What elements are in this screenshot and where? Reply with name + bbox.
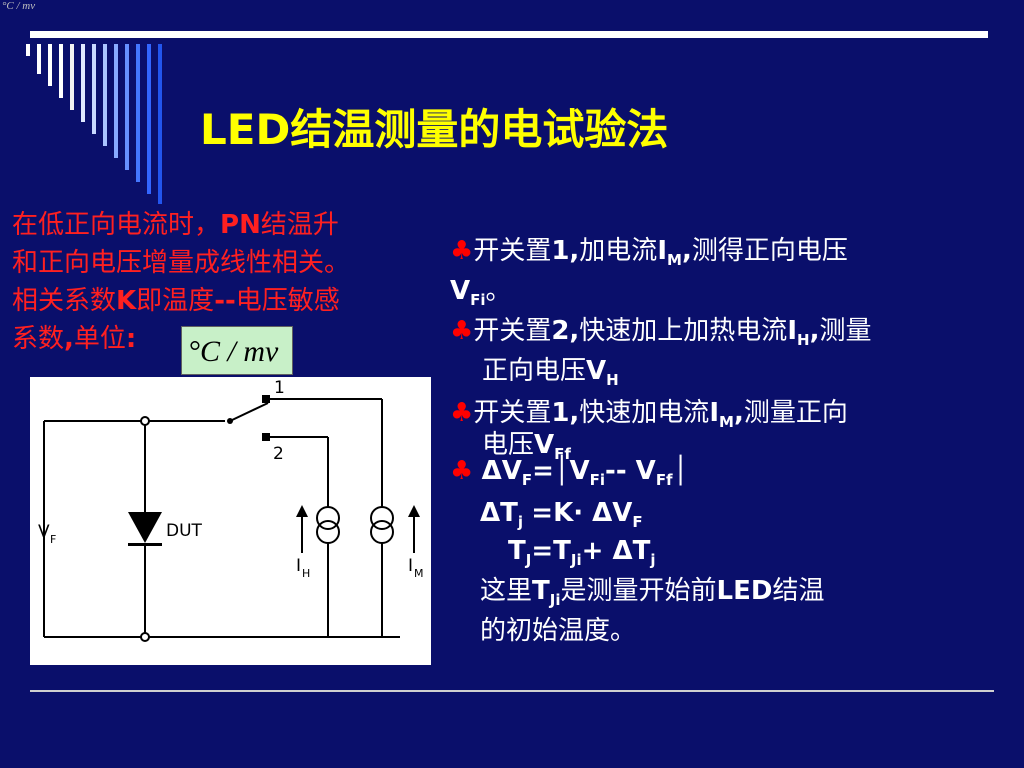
step-2-line-1: ♣开关置2,快速加上加热电流IH,测量 xyxy=(450,316,872,350)
formula-delta-tj: ΔTj =K· ΔVF xyxy=(480,498,643,532)
node-bottom xyxy=(140,632,150,642)
diode-triangle xyxy=(128,512,162,543)
club-bullet-icon: ♣ xyxy=(450,316,474,346)
bottom-divider xyxy=(30,690,994,692)
im-label: I xyxy=(408,556,413,576)
stripe xyxy=(114,44,118,158)
arrow-ih-head xyxy=(296,505,308,517)
desc-line-4: 系数,单位: xyxy=(12,324,137,354)
top-divider xyxy=(30,31,988,38)
stripe xyxy=(147,44,151,194)
stripe xyxy=(37,44,41,74)
stripe xyxy=(70,44,74,110)
diode-bar xyxy=(128,543,162,546)
ih-label: I xyxy=(296,556,301,576)
dut-label: DUT xyxy=(166,521,203,541)
stripe xyxy=(125,44,129,170)
vf-sub: F xyxy=(50,533,56,546)
node-top xyxy=(140,416,150,426)
vf-label: V xyxy=(38,522,50,542)
step-2-line-2: 正向电压VH xyxy=(482,356,619,390)
desc-line-2: 和正向电压增量成线性相关。 xyxy=(12,248,351,278)
stripe xyxy=(48,44,52,86)
formula-delta-vf: ♣ ΔVF=│VFi-- VFf│ xyxy=(450,456,689,490)
im-sub: M xyxy=(414,567,424,580)
switch-label-1: 1 xyxy=(274,378,285,398)
source-im-circle-bottom xyxy=(370,520,394,544)
stripe xyxy=(92,44,96,134)
note-line-1: 这里TJi是测量开始前LED结温 xyxy=(480,576,825,610)
desc-line-3: 相关系数K即温度--电压敏感 xyxy=(12,286,340,316)
note-line-2: 的初始温度。 xyxy=(480,616,637,646)
step-1-line-1: ♣开关置1,加电流IM,测得正向电压 xyxy=(450,236,848,270)
ih-sub: H xyxy=(302,567,310,580)
stripe xyxy=(103,44,107,146)
switch-pivot xyxy=(227,418,233,424)
circuit-diagram: 1 2 DUT V F I H I M xyxy=(30,377,431,665)
arrow-im-head xyxy=(408,505,420,517)
source-ih-circle-top xyxy=(316,506,340,530)
club-bullet-icon: ♣ xyxy=(450,456,474,486)
switch-contact-2 xyxy=(262,433,270,441)
formula-tj: TJ=TJi+ ΔTj xyxy=(508,536,656,570)
unit-formula-box: °C / mv xyxy=(181,326,293,375)
stripe xyxy=(81,44,85,122)
switch-label-2: 2 xyxy=(273,444,284,464)
source-ih-circle-bottom xyxy=(316,520,340,544)
description-text: 在低正向电流时，PN结温升 和正向电压增量成线性相关。 相关系数K即温度--电压… xyxy=(12,206,442,358)
step-3-line-2: 电压VFf xyxy=(482,430,571,464)
stripe xyxy=(26,44,30,56)
step-1-line-2: VFi。 xyxy=(450,276,512,310)
slide-title: LED结温测量的电试验法 xyxy=(200,105,669,154)
source-im-circle-top xyxy=(370,506,394,530)
corner-unit-label: °C / mv xyxy=(2,0,36,12)
circuit-svg: 1 2 DUT V F I H I M xyxy=(38,378,424,642)
step-3-line-1: ♣开关置1,快速加电流IM,测量正向 xyxy=(450,398,848,432)
club-bullet-icon: ♣ xyxy=(450,236,474,266)
stripe xyxy=(59,44,63,98)
switch-contact-1 xyxy=(262,395,270,403)
stripe xyxy=(158,44,162,204)
switch-arm xyxy=(229,402,269,422)
stripe xyxy=(136,44,140,182)
club-bullet-icon: ♣ xyxy=(450,398,474,428)
desc-line-1: 在低正向电流时，PN结温升 xyxy=(12,210,339,240)
